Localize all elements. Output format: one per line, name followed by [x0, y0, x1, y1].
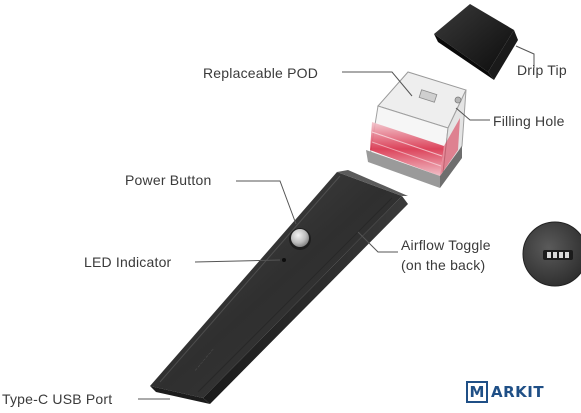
filling-hole-label: Filling Hole [493, 113, 565, 129]
airflow-toggle-inset [522, 221, 581, 287]
led-indicator [282, 258, 286, 262]
watermark-box-letter: M [466, 381, 488, 403]
power-button[interactable] [289, 228, 311, 250]
drip-tip [434, 4, 518, 80]
power-button-label: Power Button [125, 172, 212, 188]
replaceable-pod-label: Replaceable POD [203, 65, 319, 81]
watermark-word: ARKIT [491, 383, 545, 401]
filling-hole-marker [454, 96, 462, 104]
leader-lines [138, 45, 535, 400]
usb-port-label: Type-C USB Port [2, 391, 113, 407]
device-body: ~~~~~~~ [150, 170, 408, 404]
airflow-toggle-note: (on the back) [401, 257, 486, 273]
airflow-toggle-label: Airflow Toggle [401, 237, 491, 253]
replaceable-pod [366, 71, 467, 188]
watermark-logo: M ARKIT [466, 380, 544, 404]
led-indicator-label: LED Indicator [84, 254, 172, 270]
drip-tip-label: Drip Tip [517, 62, 567, 78]
